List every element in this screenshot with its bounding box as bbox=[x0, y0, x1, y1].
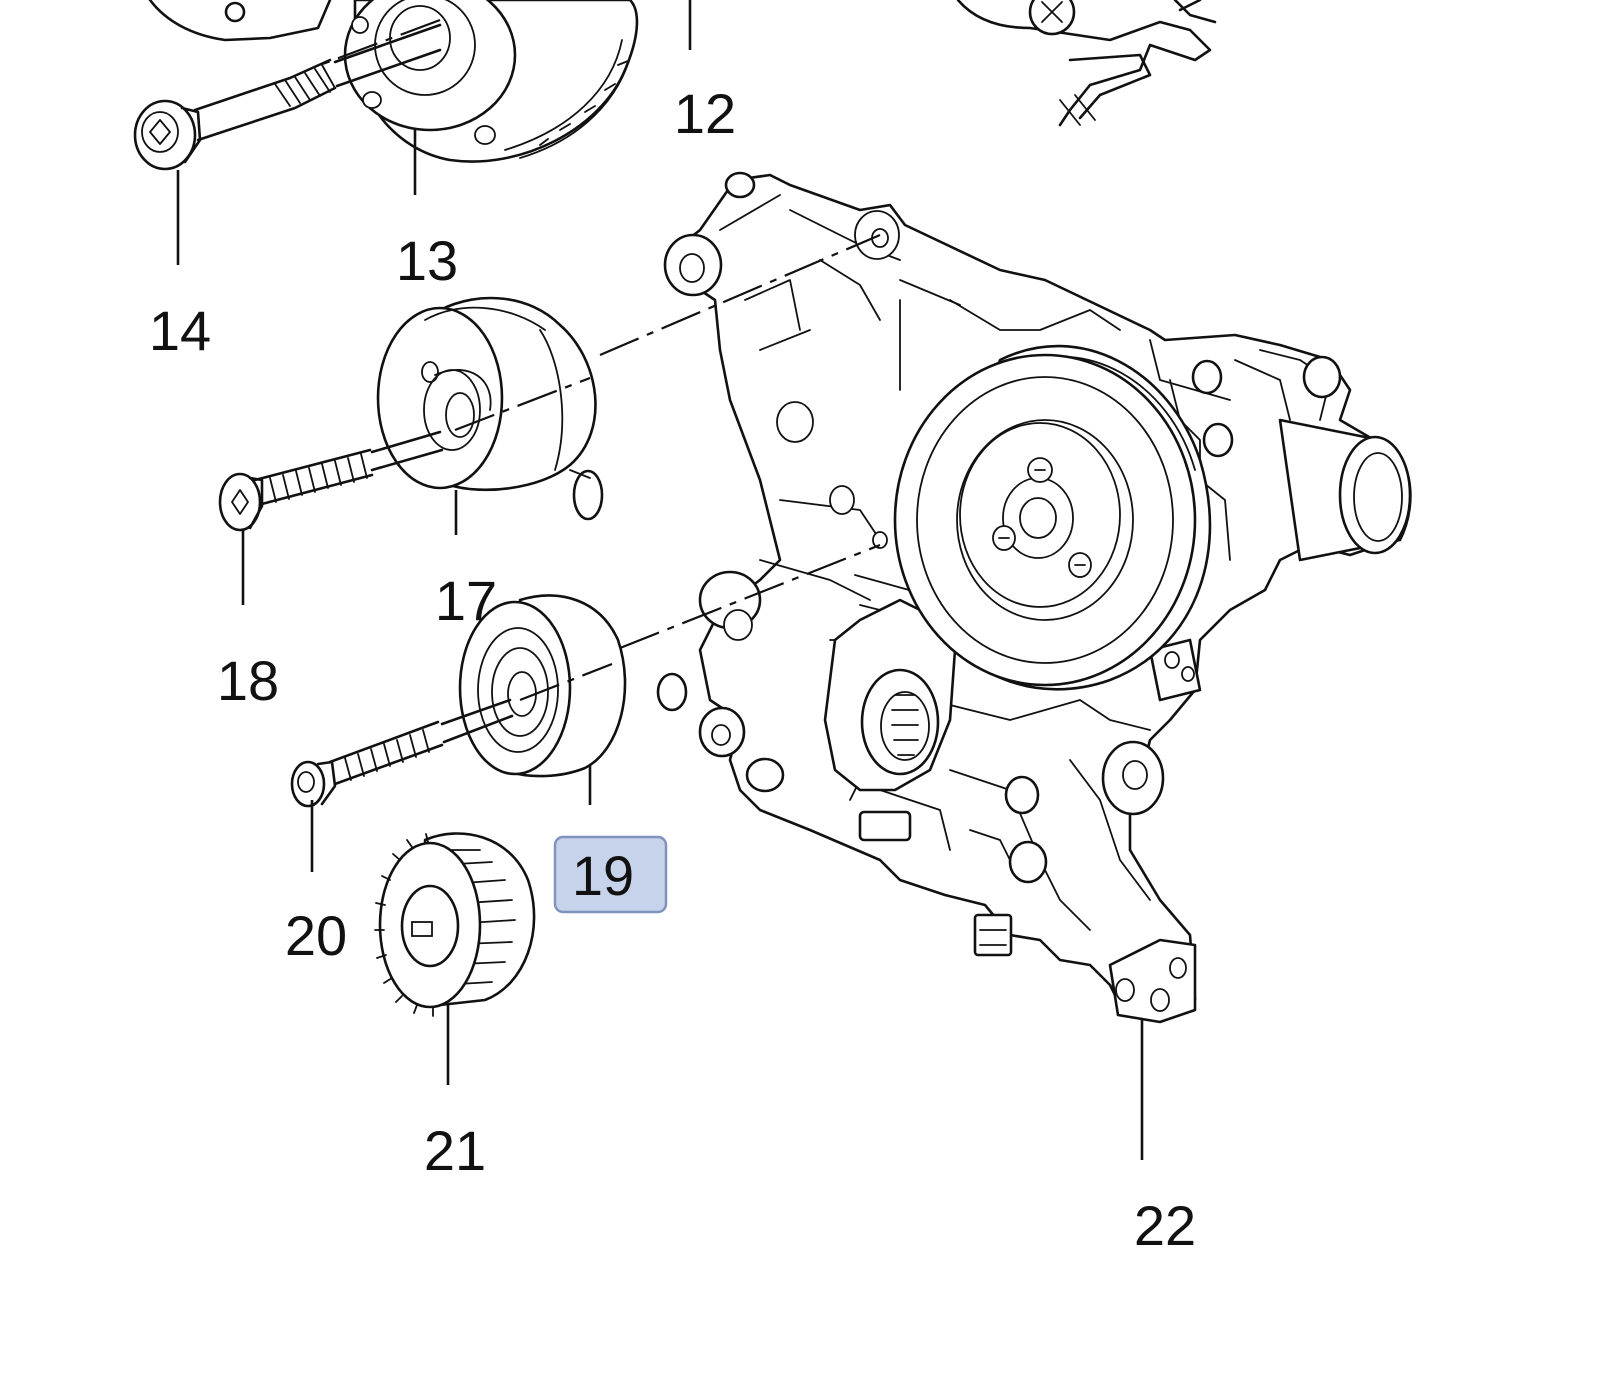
callout-14: 14 bbox=[149, 299, 211, 362]
callout-18: 18 bbox=[217, 649, 279, 712]
part-12-bracket-fragment bbox=[956, 0, 1217, 127]
callout-12: 12 bbox=[674, 82, 736, 145]
callout-13: 13 bbox=[396, 229, 458, 292]
alignment-lines bbox=[319, 18, 881, 702]
callout-labels: 12 13 14 17 18 19 20 21 22 bbox=[149, 82, 1196, 1257]
leader-lines bbox=[176, 0, 1144, 1160]
part-21-crank-sprocket bbox=[374, 832, 536, 1017]
part-20-idler-bolt bbox=[290, 698, 514, 808]
part-14-cam-bolt bbox=[133, 23, 442, 171]
callout-22: 22 bbox=[1134, 1194, 1196, 1257]
part-22-timing-cover bbox=[656, 171, 1412, 1024]
part-13-cam-sprocket bbox=[148, 0, 639, 163]
part-19-idler-pulley bbox=[458, 594, 627, 778]
part-18-tensioner-bolt bbox=[218, 430, 444, 532]
part-17-tensioner bbox=[376, 296, 604, 521]
callout-19: 19 bbox=[572, 844, 634, 907]
callout-20: 20 bbox=[285, 904, 347, 967]
callout-21: 21 bbox=[424, 1119, 486, 1182]
callout-17: 17 bbox=[435, 569, 497, 632]
callout-19-highlight bbox=[553, 835, 668, 914]
